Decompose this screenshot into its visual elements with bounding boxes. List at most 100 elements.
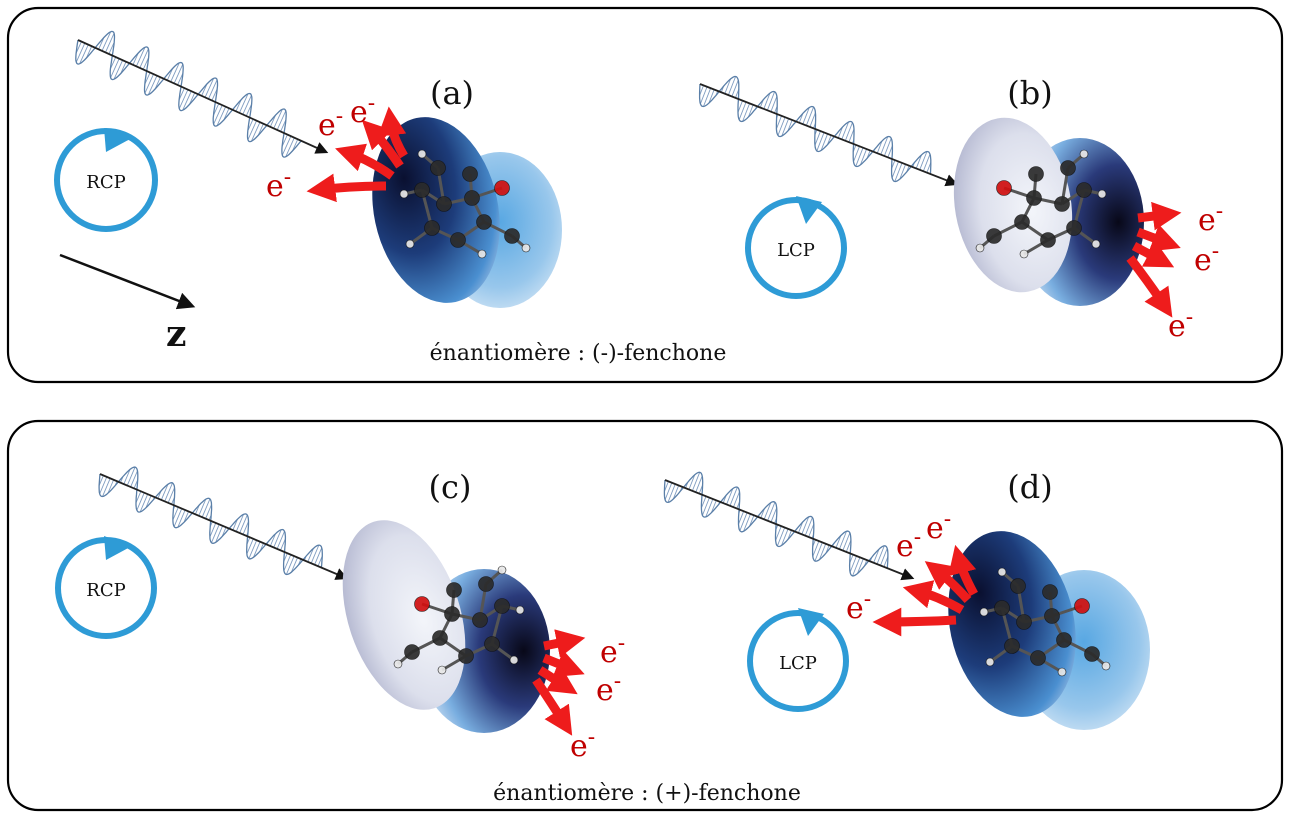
helix-rung (144, 72, 151, 85)
helix-rung (130, 470, 138, 488)
helix-rung (705, 498, 714, 518)
helix-rung (173, 508, 183, 527)
helix-rung (739, 512, 748, 531)
helix-rung (211, 524, 220, 543)
electron-label-b3: e- (1168, 305, 1193, 344)
electron-label-a1: e- (318, 104, 343, 143)
helix-rung (747, 104, 754, 118)
helix-rung (801, 516, 810, 535)
helix-rung (781, 528, 789, 546)
oxygen-atom (494, 180, 510, 196)
electron-label-a3: e- (266, 165, 291, 204)
electron-label-c3: e- (570, 725, 595, 764)
scene-label-b: (b) (1007, 74, 1052, 112)
helix-rung (664, 482, 673, 500)
helix-rung (273, 109, 283, 129)
helix-rung (880, 548, 888, 566)
helix-rung (183, 511, 189, 523)
helix-rung (767, 502, 776, 521)
helix-rung (880, 136, 889, 155)
polarization-lcp-d: LCP (747, 608, 849, 712)
helix-rung (816, 132, 825, 152)
helix-rung (808, 523, 815, 538)
helix-rung (731, 80, 739, 97)
hydrogen-atom (399, 189, 409, 199)
helix-rung (139, 48, 149, 69)
beam-arrow (99, 473, 349, 580)
helix-rung (848, 128, 855, 143)
electron-arrow (306, 173, 387, 203)
polarization-label-a: RCP (86, 172, 125, 193)
electron-arrow (543, 629, 586, 658)
helix-rung (276, 531, 285, 550)
polarization-lcp-b: LCP (745, 196, 847, 299)
electron-arrow (1137, 201, 1182, 231)
carbon-atom (1028, 166, 1044, 182)
helix-rung (182, 90, 192, 111)
hydrogen-atom (515, 605, 525, 615)
helix-rung (269, 533, 276, 547)
helix-rung (170, 62, 180, 83)
caption-top: énantiomère : (-)-fenchone (430, 341, 727, 366)
helix-rung (922, 153, 931, 172)
carbon-atom (1056, 632, 1072, 648)
helix-rung (883, 138, 892, 157)
helix-rung (797, 521, 804, 534)
helix-rung (173, 64, 184, 84)
carbon-atom (446, 582, 462, 598)
electron-label-c1: e- (600, 631, 625, 670)
carbon-atom (450, 232, 466, 248)
electron-label-d3: e- (846, 587, 871, 626)
electron-arrow (1126, 255, 1173, 318)
emission-arrows-a (306, 106, 408, 203)
carbon-atom (444, 606, 460, 622)
helix-rung (701, 496, 707, 509)
helix-rung (820, 133, 829, 151)
oxygen-atom (996, 180, 1012, 196)
helix-rung (855, 147, 864, 167)
electron-arrow (924, 561, 972, 604)
helix-rung (787, 119, 793, 132)
hydrogen-atom (417, 149, 427, 159)
electron-arrow (537, 666, 578, 695)
fenchone-molecule-c (393, 565, 525, 675)
helix-rung (110, 56, 117, 70)
helix-rung (812, 540, 820, 557)
electron-label-a2: e- (350, 91, 375, 130)
helix-rung (776, 527, 786, 547)
helix-rung (814, 542, 823, 562)
helix-rung (139, 493, 149, 513)
helix-rung (842, 532, 851, 551)
helix-rung (835, 535, 842, 549)
helix-rung (235, 514, 244, 532)
helix-rung (167, 487, 175, 503)
carbon-atom (1016, 614, 1032, 630)
electron-arrow (1131, 241, 1175, 268)
polarization-rcp-c: RCP (55, 536, 157, 639)
hydrogen-atom (521, 243, 531, 253)
helix-rung (857, 558, 864, 574)
helix-rung (726, 488, 734, 505)
helix-rung (845, 540, 852, 553)
polarization-rcp-a: RCP (54, 128, 158, 232)
helix-rung (160, 484, 169, 501)
carbon-atom (1066, 220, 1082, 236)
helix-rung (281, 134, 288, 147)
helix-rung (749, 515, 755, 527)
caption-bottom: énantiomère : (+)-fenchone (493, 781, 801, 806)
helix-rung (79, 44, 89, 64)
helix-rung (198, 499, 207, 516)
helix-rung (805, 106, 814, 126)
helix-rung (108, 41, 115, 55)
helix-rung (859, 148, 868, 166)
helix-rung (172, 506, 179, 521)
fenchone-molecule-d (979, 567, 1111, 677)
helix-rung (280, 538, 286, 551)
panel-bottom-frame (6, 419, 1284, 812)
hydrogen-atom (1101, 661, 1111, 671)
hydrogen-atom (405, 239, 415, 249)
helix-rung (688, 474, 696, 490)
helix-rung (86, 46, 93, 59)
helix-rung (177, 73, 184, 86)
